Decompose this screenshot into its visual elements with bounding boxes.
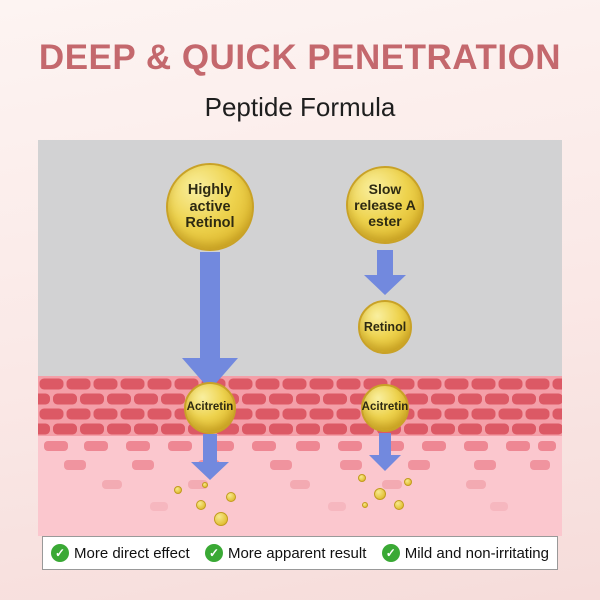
skin-barrier-layer — [38, 376, 562, 436]
capsule-label: Acitretin — [186, 401, 234, 414]
page-title: DEEP & QUICK PENETRATION — [38, 38, 562, 77]
droplet-icon — [214, 512, 228, 526]
capsule-acitretin-right: Acitretin — [361, 384, 409, 432]
check-circle-icon: ✓ — [204, 544, 223, 562]
capsule-retinol: Retinol — [358, 300, 412, 354]
benefit-label: More apparent result — [227, 544, 367, 562]
below-skin-zone — [38, 436, 562, 536]
droplet-icon — [362, 502, 368, 508]
droplet-icon — [202, 482, 208, 488]
benefit-label: More direct effect — [74, 544, 190, 562]
capsule-label: Retinol — [363, 319, 407, 334]
benefit-item: ✓ Mild and non-irritating — [381, 544, 549, 562]
capsule-label: Slow release A ester — [354, 180, 416, 230]
above-skin-zone — [38, 140, 562, 376]
down-arrow-left-lower-icon — [191, 434, 229, 480]
benefit-item: ✓ More direct effect — [51, 544, 190, 562]
check-circle-icon: ✓ — [381, 544, 400, 562]
benefits-bar: ✓ More direct effect ✓ More apparent res… — [42, 536, 558, 570]
down-arrow-right-lower-icon — [369, 433, 401, 471]
droplet-icon — [226, 492, 236, 502]
droplet-icon — [394, 500, 404, 510]
down-arrow-right-icon — [364, 250, 406, 295]
droplet-icon — [374, 488, 386, 500]
droplet-icon — [174, 486, 182, 494]
capsule-slow-release-ester: Slow release A ester — [346, 166, 424, 244]
penetration-diagram: Highly active Retinol Slow release A est… — [38, 140, 562, 536]
benefit-label: Mild and non-irritating — [404, 544, 549, 562]
skin-cells — [44, 441, 556, 511]
check-circle-icon: ✓ — [51, 544, 69, 562]
page-subtitle: Peptide Formula — [204, 92, 396, 122]
capsule-label: Highly active Retinol — [185, 181, 235, 232]
down-arrow-large-icon — [182, 252, 238, 390]
capsule-highly-active-retinol: Highly active Retinol — [166, 163, 254, 251]
droplet-icon — [196, 500, 206, 510]
droplet-icon — [404, 478, 412, 486]
droplet-icon — [358, 474, 366, 482]
capsule-acitretin-left: Acitretin — [184, 382, 236, 434]
benefit-item: ✓ More apparent result — [204, 544, 367, 562]
capsule-label: Acitretin — [361, 401, 409, 414]
header: DEEP & QUICK PENETRATION Peptide Formula — [0, 0, 600, 123]
